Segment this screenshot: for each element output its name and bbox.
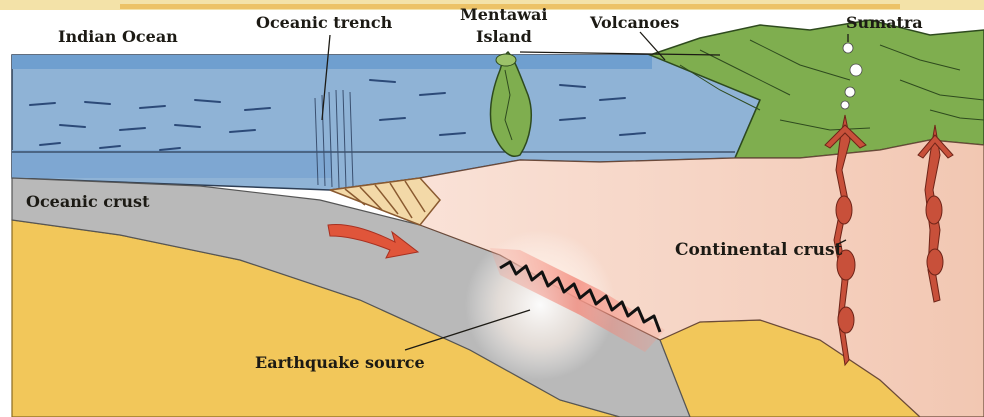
- label-earthquake-source: Earthquake source: [255, 353, 425, 372]
- label-oceanic-crust: Oceanic crust: [26, 192, 150, 211]
- label-continental-crust: Continental crust: [675, 240, 843, 260]
- label-sumatra: Sumatra: [846, 13, 923, 32]
- label-indian-ocean: Indian Ocean: [58, 27, 178, 46]
- label-mentawai-line1: Mentawai: [460, 5, 548, 24]
- label-mentawai-line2: Island: [476, 27, 532, 46]
- ocean-surface: [12, 55, 652, 69]
- mentawai-island-top: [496, 54, 516, 66]
- deep-water-band: [12, 150, 332, 178]
- label-oceanic-trench: Oceanic trench: [256, 13, 393, 32]
- label-volcanoes: Volcanoes: [589, 13, 679, 32]
